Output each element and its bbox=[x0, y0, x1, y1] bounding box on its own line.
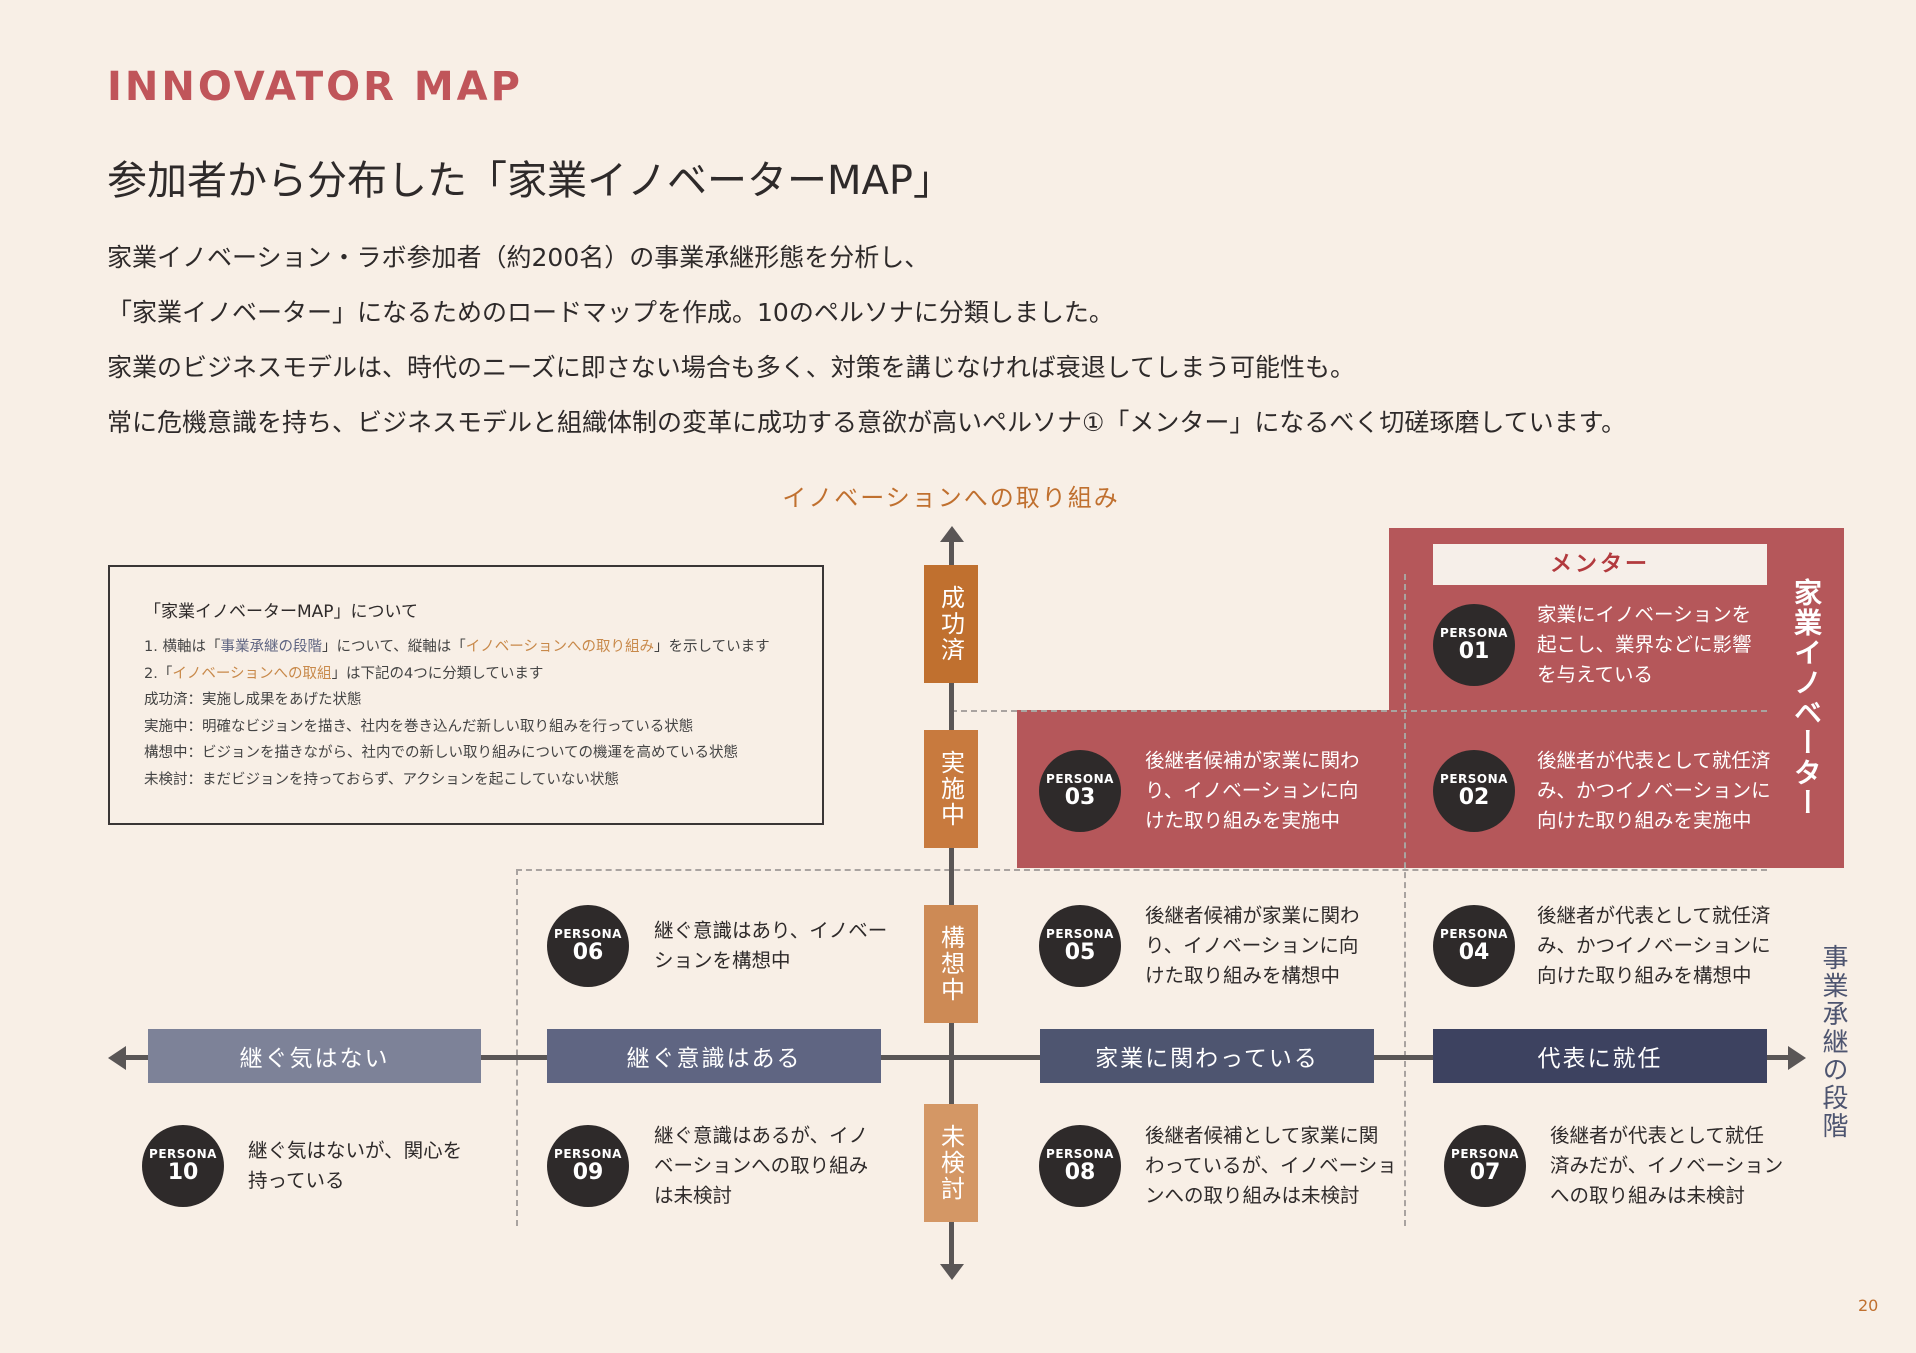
vertical-axis bbox=[949, 535, 954, 1270]
horizontal-axis bbox=[118, 1055, 1798, 1060]
persona-prefix: PERSONA bbox=[1046, 1147, 1114, 1161]
text: 」について、縦軸は「 bbox=[321, 639, 466, 655]
persona-prefix: PERSONA bbox=[554, 1147, 622, 1161]
legend-line-1: 1. 横軸は「事業承継の段階」について、縦軸は「イノベーションへの取り組み」を示… bbox=[144, 634, 788, 661]
legend-box: 「家業イノベーターMAP」について 1. 横軸は「事業承継の段階」について、縦軸… bbox=[108, 565, 824, 825]
text: 1. 横軸は「 bbox=[144, 639, 221, 655]
persona-prefix: PERSONA bbox=[1046, 772, 1114, 786]
persona-description: 後継者候補が家業に関わ り、イノベーションに向 けた取り組みを構想中 bbox=[1145, 904, 1360, 987]
intro-line-4: 常に危機意識を持ち、ビジネスモデルと組織体制の変革に成功する意欲が高いペルソナ①… bbox=[107, 408, 1627, 437]
stage-representative: 代表に就任 bbox=[1433, 1029, 1767, 1083]
persona-description: 後継者が代表として就任 済みだが、イノベーション への取り組みは未検討 bbox=[1550, 1124, 1784, 1207]
highlight: 事業承継の段階 bbox=[220, 639, 322, 655]
mentor-label: メンター bbox=[1433, 544, 1767, 585]
persona-description: 家業にイノベーションを 起こし、業界などに影響 を与えている bbox=[1537, 603, 1752, 686]
divider bbox=[516, 869, 518, 1226]
persona-prefix: PERSONA bbox=[1046, 927, 1114, 941]
stage-no-intent: 継ぐ気はない bbox=[148, 1029, 481, 1083]
arrow-down-icon bbox=[940, 1264, 964, 1280]
page-title: 参加者から分布した「家業イノベーターMAP」 bbox=[107, 158, 953, 204]
stage-involved: 家業に関わっている bbox=[1040, 1029, 1374, 1083]
stage-in-progress: 実施中 bbox=[924, 730, 978, 848]
legend-line-2: 2.「イノベーションへの取組」は下記の4つに分類しています bbox=[144, 661, 788, 688]
legend-line-4: 実施中：明確なビジョンを描き、社内を巻き込んだ新しい取り組みを行っている状態 bbox=[144, 718, 694, 735]
legend-line-6: 未検討：まだビジョンを持っておらず、アクションを起こしていない状態 bbox=[144, 771, 619, 788]
persona-prefix: PERSONA bbox=[1440, 626, 1508, 640]
intro-line-1: 家業イノベーション・ラボ参加者（約200名）の事業承継形態を分析し、 bbox=[107, 243, 930, 272]
stage-intent: 継ぐ意識はある bbox=[547, 1029, 881, 1083]
persona-description: 継ぐ意識はあり、イノベー ションを構想中 bbox=[654, 919, 888, 972]
intro-line-2: 「家業イノベーター」になるためのロードマップを作成。10のペルソナに分類しました… bbox=[107, 298, 1114, 327]
arrow-up-icon bbox=[940, 526, 964, 542]
persona-description: 後継者が代表として就任済 み、かつイノベーションに 向けた取り組みを構想中 bbox=[1537, 904, 1771, 987]
persona-prefix: PERSONA bbox=[1440, 772, 1508, 786]
text: 」を示しています bbox=[654, 639, 770, 655]
persona-number: 10 bbox=[167, 1160, 199, 1185]
persona-number: 07 bbox=[1469, 1160, 1501, 1185]
vertical-axis-title: イノベーションへの取り組み bbox=[782, 484, 1120, 512]
persona-prefix: PERSONA bbox=[1451, 1147, 1519, 1161]
persona-description: 後継者が代表として就任済 み、かつイノベーションに 向けた取り組みを実施中 bbox=[1537, 749, 1771, 832]
legend-title: 「家業イノベーターMAP」について bbox=[144, 602, 419, 622]
divider bbox=[1404, 574, 1406, 1226]
innovator-label: 家業イノベーター bbox=[1790, 578, 1823, 818]
arrow-left-icon bbox=[108, 1046, 126, 1070]
persona-prefix: PERSONA bbox=[554, 927, 622, 941]
divider bbox=[951, 710, 1767, 712]
intro-line-3: 家業のビジネスモデルは、時代のニーズに即さない場合も多く、対策を講じなければ衰退… bbox=[107, 353, 1356, 382]
highlight: イノベーションへの取り組み bbox=[465, 639, 655, 655]
persona-number: 04 bbox=[1458, 940, 1490, 965]
highlight: イノベーションへの取組 bbox=[172, 665, 332, 682]
persona-description: 後継者候補として家業に関 わっているが、イノベーショ ンへの取り組みは未検討 bbox=[1145, 1124, 1397, 1207]
stage-planning: 構想中 bbox=[924, 905, 978, 1023]
persona-number: 09 bbox=[572, 1160, 604, 1185]
persona-number: 01 bbox=[1458, 639, 1490, 664]
legend-line-5: 構想中：ビジョンを描きながら、社内での新しい取り組みについての機運を高めている状… bbox=[144, 745, 739, 761]
section-kicker: INNOVATOR MAP bbox=[107, 64, 523, 110]
persona-number: 03 bbox=[1064, 785, 1096, 810]
persona-number: 08 bbox=[1064, 1160, 1096, 1185]
divider bbox=[516, 869, 1767, 871]
persona-description: 継ぐ気はないが、関心を 持っている bbox=[248, 1139, 463, 1192]
text: 」は下記の4つに分類しています bbox=[331, 665, 544, 682]
text: 2.「 bbox=[144, 665, 173, 682]
persona-number: 05 bbox=[1064, 940, 1096, 965]
stage-not-considered: 未検討 bbox=[924, 1104, 978, 1222]
persona-number: 02 bbox=[1458, 785, 1490, 810]
arrow-right-icon bbox=[1788, 1046, 1806, 1070]
horizontal-axis-title: 事業承継の段階 bbox=[1818, 944, 1848, 1140]
persona-description: 後継者候補が家業に関わ り、イノベーションに向 けた取り組みを実施中 bbox=[1145, 749, 1360, 832]
persona-prefix: PERSONA bbox=[149, 1147, 217, 1161]
stage-success: 成功済 bbox=[924, 565, 978, 683]
page-number: 20 bbox=[1858, 1296, 1879, 1315]
persona-number: 06 bbox=[572, 940, 604, 965]
legend-line-3: 成功済：実施し成果をあげた状態 bbox=[144, 692, 362, 708]
persona-description: 継ぐ意識はあるが、イノ ベーションへの取り組み は未検討 bbox=[654, 1124, 869, 1207]
persona-prefix: PERSONA bbox=[1440, 927, 1508, 941]
